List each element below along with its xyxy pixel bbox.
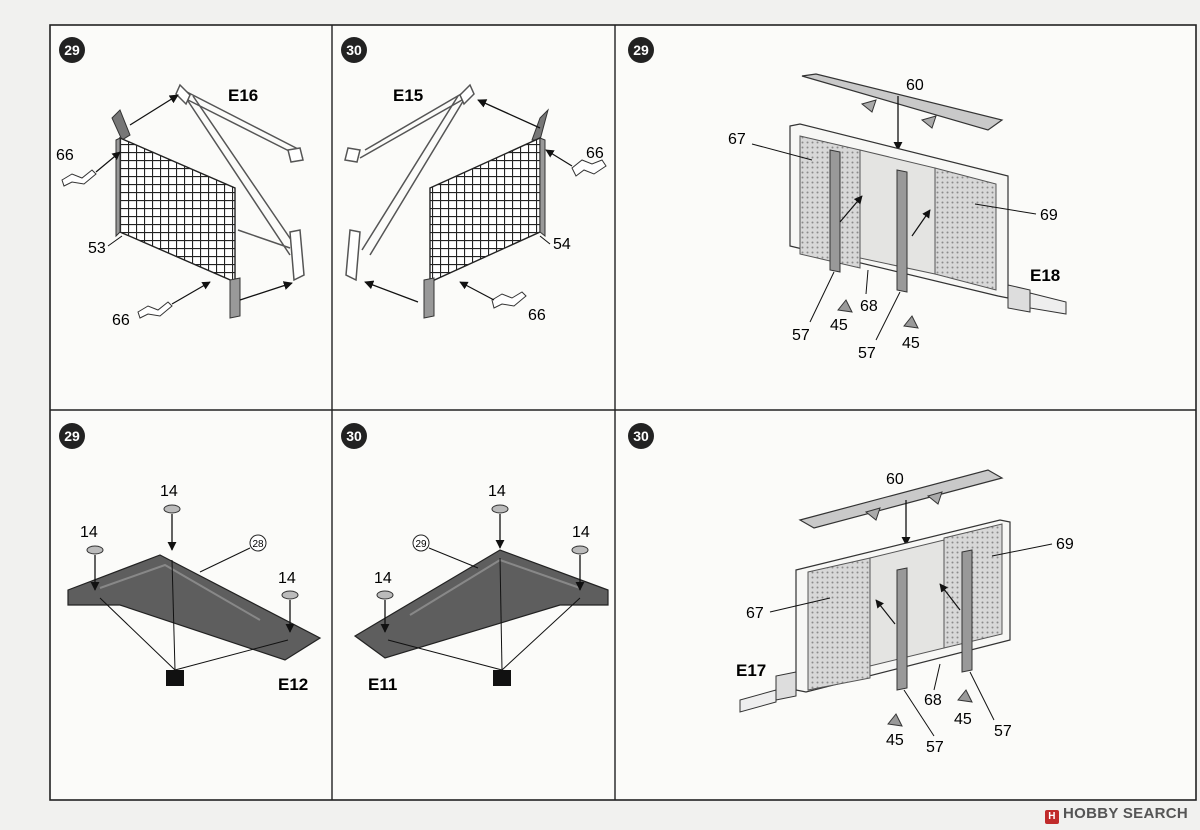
part-number-label: 68 — [860, 298, 878, 315]
panel-step30-plate-E11: 30 14 14 14 29 E11 — [341, 423, 609, 694]
part-number-label: 54 — [553, 236, 571, 253]
glue-icon — [493, 670, 511, 686]
part-number-label: 57 — [926, 739, 944, 756]
step-number: 29 — [633, 42, 649, 58]
panel-step29-plate-E12: 29 14 14 14 28 E12 — [59, 423, 322, 694]
watermark-text: HOBBY SEARCH — [1062, 805, 1188, 822]
part-number-label: 69 — [1040, 207, 1058, 224]
part-57-strip — [896, 567, 908, 691]
part-60-bar — [798, 469, 1004, 529]
part-number-label: 67 — [746, 605, 764, 622]
part-14-pins — [376, 504, 589, 633]
part-number-label: 45 — [902, 335, 920, 352]
part-number-label: 66 — [112, 312, 130, 329]
sheet-border — [49, 24, 1197, 801]
part-number-label: 69 — [1056, 536, 1074, 553]
part-60-bar — [801, 73, 1004, 131]
part-number-label: 66 — [56, 147, 74, 164]
part-number-label: 66 — [586, 145, 604, 162]
step-badge — [59, 37, 85, 63]
reference-circle — [412, 534, 430, 552]
part-number-label: 14 — [278, 570, 296, 587]
part-number-label: 60 — [906, 77, 924, 94]
part-number-label: 57 — [994, 723, 1012, 740]
part-number-label: 60 — [886, 471, 904, 488]
plate-part — [353, 549, 609, 659]
part-number-label: 14 — [80, 524, 98, 541]
panel-step30-radiator-E17: 30 60 E17 67 69 68 45 57 45 57 — [628, 423, 1074, 756]
panel-step30-grille-right: 30 E15 66 54 66 — [341, 37, 607, 324]
part-66 — [491, 291, 527, 309]
reference-number: 29 — [415, 539, 427, 550]
part-number-label: 14 — [374, 570, 392, 587]
part-code: E17 — [736, 661, 766, 680]
part-number-label: 66 — [528, 307, 546, 324]
step-number: 30 — [346, 428, 362, 444]
glue-icon — [166, 670, 184, 686]
part-number-label: 14 — [572, 524, 590, 541]
hobbysearch-logo-icon: H — [1044, 810, 1059, 824]
part-number-label: 45 — [954, 711, 972, 728]
part-number-label: 45 — [886, 732, 904, 749]
part-number-label: 14 — [488, 483, 506, 500]
part-code: E15 — [393, 86, 423, 105]
panel-step29-radiator-E18: 29 60 E18 67 69 57 45 68 57 45 — [628, 37, 1067, 362]
frame-tube — [175, 83, 305, 282]
part-code: E12 — [278, 675, 308, 694]
part-66 — [571, 159, 607, 177]
part-57-strip — [896, 169, 908, 293]
part-66 — [61, 169, 97, 187]
step-number: 29 — [64, 428, 80, 444]
part-code: E11 — [368, 675, 397, 694]
part-66 — [137, 301, 173, 319]
reference-number: 28 — [252, 539, 264, 550]
frame-tube — [344, 83, 475, 282]
part-number-label: 14 — [160, 483, 178, 500]
part-number-label: 67 — [728, 131, 746, 148]
step-number: 30 — [346, 42, 362, 58]
part-number-label: 57 — [792, 327, 810, 344]
step-number: 29 — [64, 42, 80, 58]
part-code: E16 — [228, 86, 258, 105]
grille-tab — [111, 109, 131, 141]
plate-part — [67, 554, 322, 661]
step-number: 30 — [633, 428, 649, 444]
panel-step29-grille-left: 29 E16 66 53 66 — [56, 37, 305, 329]
part-number-label: 68 — [924, 692, 942, 709]
part-number-label: 45 — [830, 317, 848, 334]
part-57-strip — [829, 149, 841, 273]
part-code: E18 — [1030, 266, 1060, 285]
reference-circle — [249, 534, 267, 552]
part-number-label: 57 — [858, 345, 876, 362]
part-14-pins — [86, 504, 299, 633]
part-57-strip — [961, 549, 973, 673]
part-number-label: 53 — [88, 240, 106, 257]
